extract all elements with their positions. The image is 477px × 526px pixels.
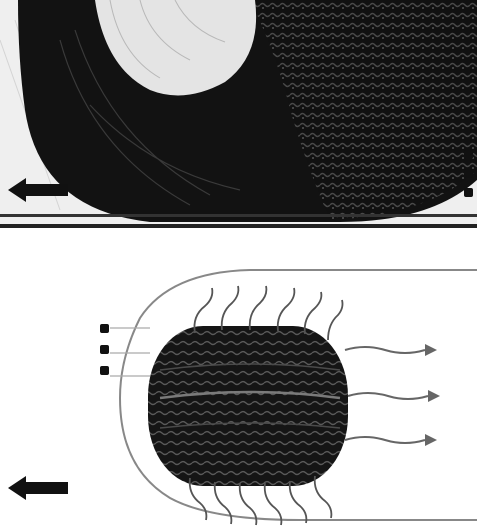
right-flow-lines xyxy=(345,347,428,443)
marker-dot xyxy=(464,188,473,197)
marker-dot xyxy=(100,345,109,354)
bottom-panel-tire-flow xyxy=(0,258,477,526)
bottom-markers xyxy=(100,324,109,375)
marker-dot xyxy=(464,169,473,178)
marker-dot xyxy=(100,366,109,375)
direction-arrow-left-icon xyxy=(8,178,68,202)
tire-body-front xyxy=(148,326,348,486)
top-panel-tire-closeup xyxy=(0,0,477,228)
tire-flow-drawing xyxy=(0,258,477,526)
marker-dot xyxy=(100,324,109,333)
marker-dot xyxy=(464,150,473,159)
panel-divider xyxy=(0,224,477,228)
direction-arrow-left-icon xyxy=(8,476,68,500)
tire-closeup-drawing xyxy=(0,0,477,228)
flow-arrowheads xyxy=(425,344,440,446)
top-markers xyxy=(464,150,473,197)
